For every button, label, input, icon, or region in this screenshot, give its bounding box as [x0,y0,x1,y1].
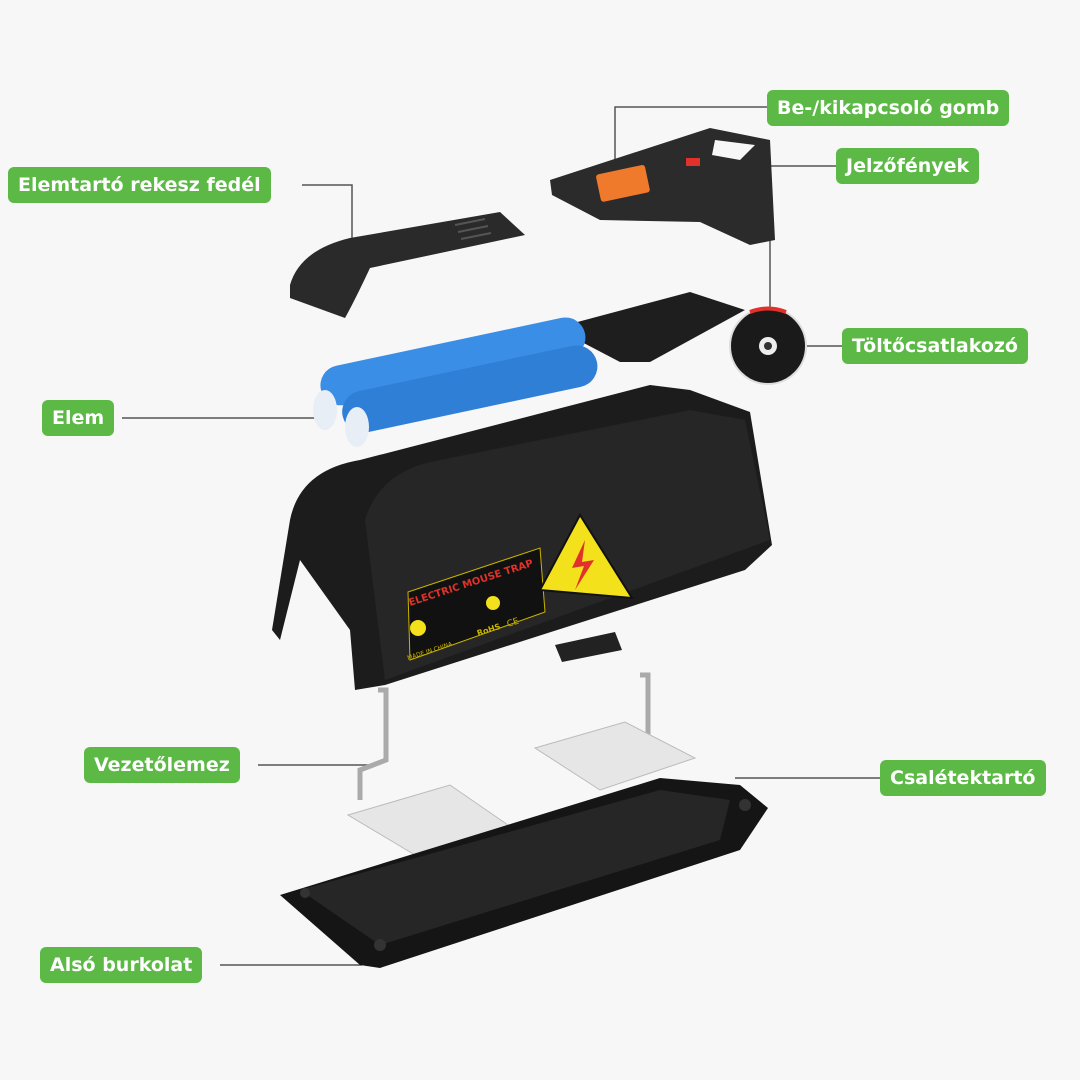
label-charging-port: Töltőcsatlakozó [842,328,1028,364]
power-button [596,165,650,202]
label-battery: Elem [42,400,115,436]
label-indicator-lights: Jelzőfények [836,148,980,184]
bottom-cover-part [280,778,768,968]
label-battery-cover: Elemtartó rekesz fedél [8,167,271,203]
ce-mark: CE [506,617,521,630]
label-bait-holder: Csalétektartó [880,760,1046,796]
battery-cover-part [290,212,525,318]
label-bottom-cover: Alsó burkolat [40,947,203,983]
battery-part [313,317,598,447]
circuit-plate [555,292,745,362]
label-conductive-plate: Vezetőlemez [84,747,240,783]
main-body-part: ELECTRIC MOUSE TRAP RoHS CE MADE IN CHIN… [272,385,772,690]
indicator-light [686,158,700,166]
label-power-button: Be-/kikapcsoló gomb [767,90,1010,126]
small-plate [555,632,622,662]
power-switch-part [550,128,775,245]
charging-port-inset [729,306,807,385]
warning-triangle-icon [538,513,634,600]
